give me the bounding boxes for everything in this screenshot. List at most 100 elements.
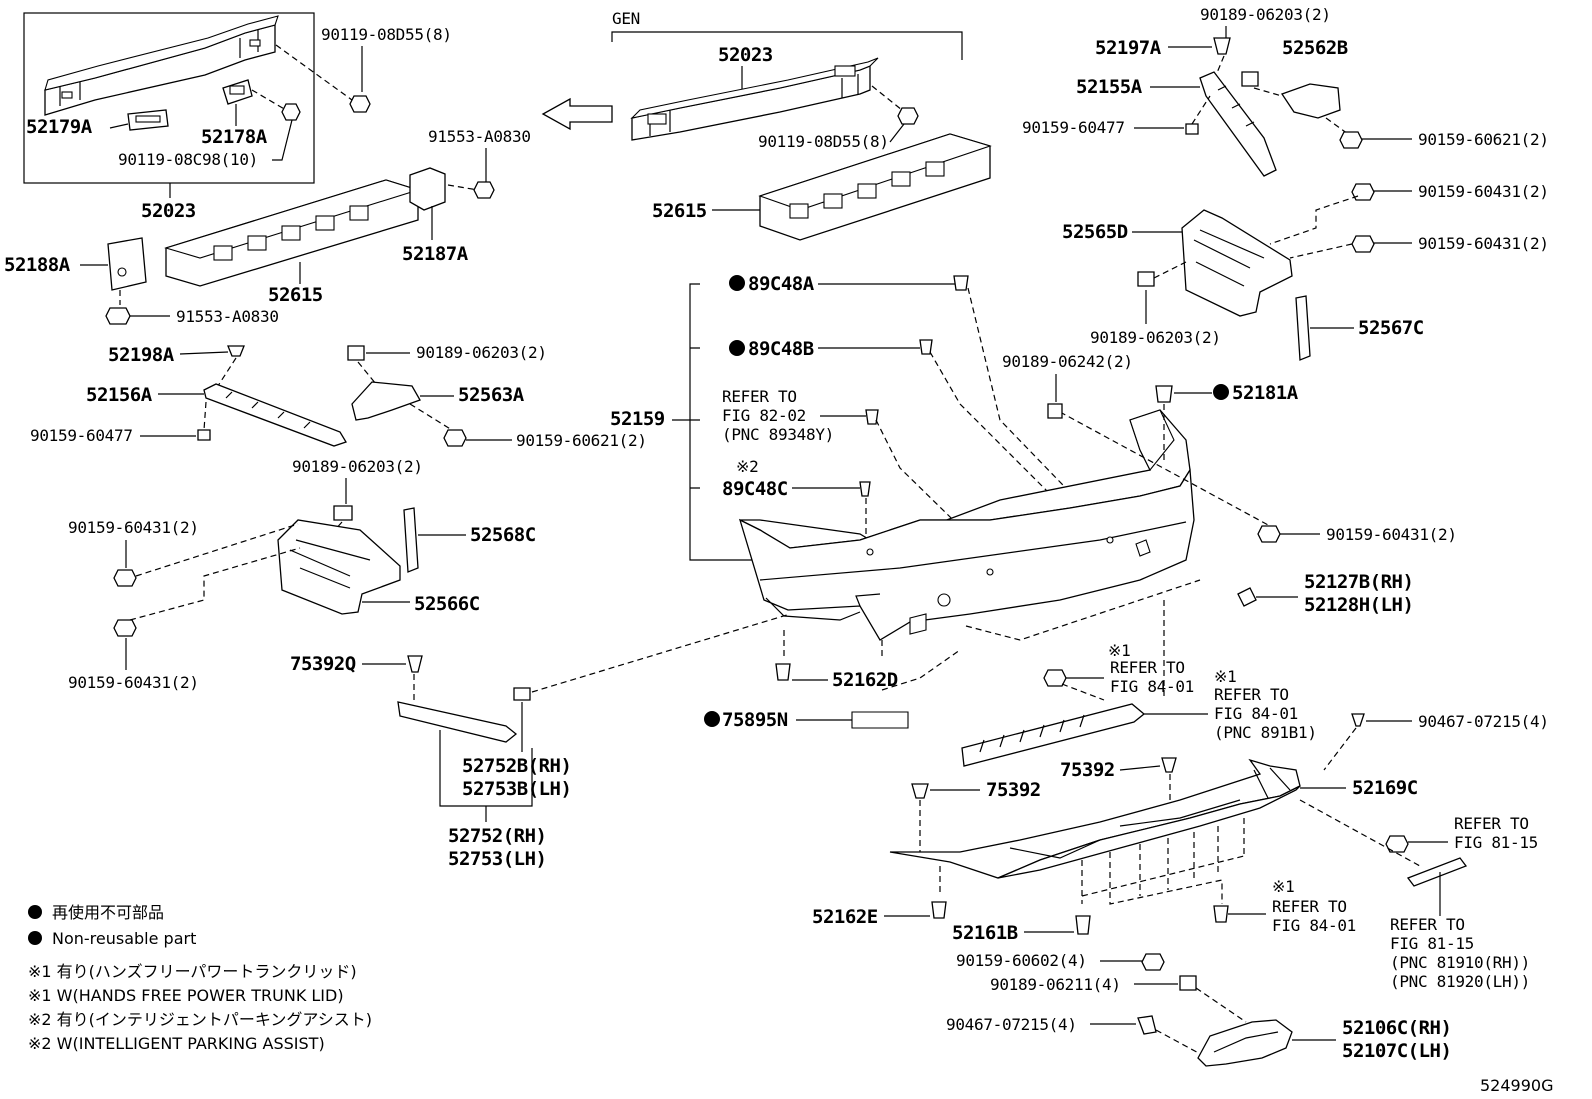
bracket-52159 bbox=[689, 283, 754, 561]
refer-5b: FIG 84-01 bbox=[1272, 916, 1356, 935]
label-52565d: 52565D bbox=[1062, 221, 1128, 243]
label-75392-a: 75392 bbox=[1060, 759, 1115, 781]
inset-box-frame bbox=[23, 12, 315, 184]
label-90159-60431-r3: 90159-60431(2) bbox=[1326, 525, 1457, 544]
refer-6b: FIG 81-15 bbox=[1390, 934, 1474, 953]
bracket-52563a-part bbox=[351, 381, 421, 421]
label-90189-06203-r1: 90189-06203(2) bbox=[1200, 5, 1331, 24]
legend-en: Non-reusable part bbox=[52, 929, 196, 948]
label-90159-60621-l: 90159-60621(2) bbox=[516, 431, 647, 450]
label-52127b: 52127B(RH) bbox=[1304, 571, 1413, 593]
bolt-90159-60431-r3-part bbox=[1257, 525, 1281, 543]
label-52752: 52752(RH) bbox=[448, 825, 546, 847]
note2-en: ※2 W(INTELLIGENT PARKING ASSIST) bbox=[28, 1034, 325, 1053]
gen-bracket bbox=[611, 31, 963, 60]
label-90159-60621-r: 90159-60621(2) bbox=[1418, 130, 1549, 149]
refer-3b: FIG 84-01 bbox=[1214, 704, 1298, 723]
pad-52179a-part bbox=[127, 109, 169, 131]
bracket-52566c-part bbox=[277, 519, 401, 615]
bracket-52188a-part bbox=[107, 237, 147, 291]
refer-3: REFER TO bbox=[1214, 685, 1289, 704]
label-52169c: 52169C bbox=[1352, 777, 1418, 799]
note2-jp: ※2 有り(インテリジェントパーキングアシスト) bbox=[28, 1010, 372, 1029]
label-90467-07215-b: 90467-07215(4) bbox=[946, 1015, 1077, 1034]
label-52181a: 52181A bbox=[1232, 382, 1299, 404]
clip-75392-b-part bbox=[911, 783, 929, 799]
legend-jp: 再使用不可部品 bbox=[52, 903, 164, 922]
refer-6c: (PNC 81910(RH)) bbox=[1390, 953, 1530, 972]
nut-52562b-part bbox=[1241, 71, 1259, 87]
label-52162e: 52162E bbox=[812, 906, 878, 928]
clip-52162e-part bbox=[931, 901, 947, 919]
label-90159-60477-r: 90159-60477 bbox=[1022, 118, 1125, 137]
refer-1: REFER TO bbox=[722, 387, 797, 406]
label-52162d: 52162D bbox=[832, 669, 898, 691]
legend: 再使用不可部品 Non-reusable part ※1 有り(ハンズフリーパワ… bbox=[28, 903, 372, 1053]
label-52106c: 52106C(RH) bbox=[1342, 1017, 1451, 1039]
nut-90189-06211-part bbox=[1179, 975, 1197, 991]
refer-2: REFER TO bbox=[1110, 658, 1185, 677]
label-90159-60431-l1: 90159-60431(2) bbox=[68, 518, 199, 537]
mark2-a: ※2 bbox=[736, 457, 758, 476]
clip-75392q-part bbox=[407, 655, 423, 673]
label-52752b: 52752B(RH) bbox=[462, 755, 571, 777]
bolt-90119-08d55-box-part bbox=[349, 95, 371, 113]
label-89c48c: 89C48C bbox=[722, 478, 788, 500]
label-52128h: 52128H(LH) bbox=[1304, 594, 1413, 616]
label-90467-07215-r: 90467-07215(4) bbox=[1418, 712, 1549, 731]
label-52753: 52753(LH) bbox=[448, 848, 546, 870]
bolt-90159-60431-r1-part bbox=[1351, 183, 1375, 201]
clip-52162d-part bbox=[775, 663, 791, 681]
legend-dot-en bbox=[28, 931, 42, 945]
clip-75392-a-part bbox=[1161, 757, 1177, 773]
screw-90159-60477-l-part bbox=[197, 429, 211, 441]
bolt-90159-60431-r2-part bbox=[1351, 235, 1375, 253]
refer-3c: (PNC 891B1) bbox=[1214, 723, 1317, 742]
label-90159-60431-r1: 90159-60431(2) bbox=[1418, 182, 1549, 201]
nut-90189-06203-l1-part bbox=[347, 345, 365, 361]
bolt-91553-a0830-bot-part bbox=[105, 307, 131, 325]
note1-en: ※1 W(HANDS FREE POWER TRUNK LID) bbox=[28, 986, 344, 1005]
refer-4b: FIG 81-15 bbox=[1454, 833, 1538, 852]
direction-arrow bbox=[541, 97, 613, 131]
screw-90159-60477-r-part bbox=[1185, 123, 1199, 135]
bolt-90159-60431-l2-part bbox=[113, 619, 137, 637]
label-90159-60431-r2: 90159-60431(2) bbox=[1418, 234, 1549, 253]
nut-90189-06242-part bbox=[1047, 403, 1063, 419]
bracket-52187a-part bbox=[409, 167, 446, 211]
reflector-52752-part bbox=[397, 701, 518, 743]
label-90159-60477-l: 90159-60477 bbox=[30, 426, 133, 445]
tape-75895n-part bbox=[851, 711, 909, 729]
legend-dot-jp bbox=[28, 905, 42, 919]
bolt-90159-60621-l-part bbox=[443, 429, 467, 447]
beam-inset-part bbox=[44, 15, 279, 116]
bracket-52565d-part bbox=[1181, 209, 1293, 317]
label-52563a: 52563A bbox=[458, 384, 525, 406]
refer-6d: (PNC 81920(LH)) bbox=[1390, 972, 1530, 991]
nut-90189-06203-l2-part bbox=[333, 505, 353, 521]
nut-90189-06203-r2-part bbox=[1137, 271, 1155, 287]
sensor-89c48c-part bbox=[859, 481, 871, 497]
clip-90467-07215-b-part bbox=[1137, 1015, 1157, 1035]
absorber-52615-gen-part bbox=[758, 133, 992, 241]
label-52023-gen: 52023 bbox=[718, 44, 773, 66]
label-52023-box: 52023 bbox=[141, 200, 196, 222]
cap-52181a-part bbox=[1155, 385, 1173, 403]
non-reusable-dot bbox=[704, 711, 720, 727]
beam-52023-gen-part bbox=[630, 57, 879, 141]
bolt-90159-60431-l1-part bbox=[113, 569, 137, 587]
garnish-52106c-part bbox=[1197, 1019, 1293, 1067]
label-90159-60602: 90159-60602(4) bbox=[956, 951, 1087, 970]
refer-5: REFER TO bbox=[1272, 897, 1347, 916]
label-90119-08c98: 90119-08C98(10) bbox=[118, 150, 258, 169]
absorber-52615-part bbox=[164, 179, 420, 287]
refer-6: REFER TO bbox=[1390, 915, 1465, 934]
sensor-bracket-891b1-part bbox=[961, 703, 1146, 767]
label-91553-a0830-bot: 91553-A0830 bbox=[176, 307, 279, 326]
label-90189-06242: 90189-06242(2) bbox=[1002, 352, 1133, 371]
sensor-89c48a-part bbox=[953, 275, 969, 291]
label-75895n: 75895N bbox=[722, 709, 788, 731]
label-52187a: 52187A bbox=[402, 243, 469, 265]
note1-jp: ※1 有り(ハンズフリーパワートランクリッド) bbox=[28, 962, 357, 981]
label-90189-06203-r2: 90189-06203(2) bbox=[1090, 328, 1221, 347]
